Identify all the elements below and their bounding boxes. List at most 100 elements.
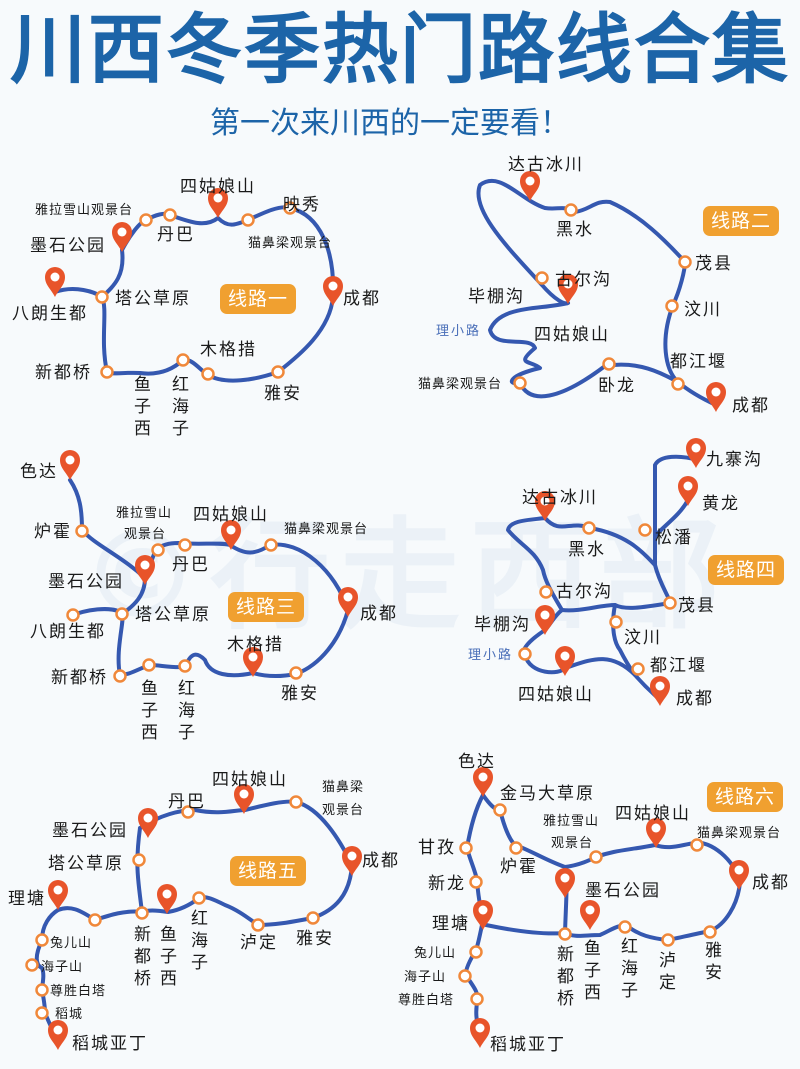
- stop-label: 色达: [458, 752, 496, 772]
- stop-label: 理塘: [432, 914, 470, 934]
- stop-label: 尊胜白塔: [50, 984, 107, 999]
- stop-label: 红海子: [191, 909, 210, 973]
- stop-label: 黑水: [568, 540, 606, 560]
- stop-label: 新都桥: [557, 945, 576, 1009]
- stop-label: 汶川: [624, 628, 662, 648]
- stop-label: 成都: [732, 396, 770, 416]
- stop-label: 毕棚沟: [474, 615, 531, 635]
- stop-label: 四姑娘山: [518, 685, 594, 705]
- stop-label: 古尔沟: [555, 270, 612, 290]
- stop-label: 木格措: [227, 635, 284, 655]
- stop-label: 四姑娘山: [193, 505, 269, 525]
- page-title: 川西冬季热门路线合集: [10, 5, 790, 94]
- stop-label: 海子山: [41, 960, 84, 975]
- stop-label: 红海子: [172, 375, 191, 439]
- stop-label: 鱼子西: [141, 679, 160, 743]
- stop-label: 塔公草原: [115, 289, 191, 309]
- stop-label: 丹巴: [172, 555, 210, 575]
- stop-label: 成都: [752, 873, 790, 893]
- stop-label: 成都: [676, 689, 714, 709]
- stop-label: 塔公草原: [135, 605, 211, 625]
- stop-label: 汶川: [684, 300, 722, 320]
- stop-label: 毕棚沟: [468, 287, 525, 307]
- stop-label: 观景台: [322, 803, 365, 818]
- stop-label: 猫鼻梁观景台: [697, 826, 782, 841]
- stop-label: 雅拉雪山观景台: [35, 203, 134, 218]
- stop-label: 雅安: [705, 941, 724, 983]
- stop-label: 达古冰川: [508, 155, 584, 175]
- stop-label: 兔儿山: [50, 936, 93, 951]
- stop-label: 雅安: [264, 384, 302, 404]
- stop-label: 鱼子西: [160, 925, 179, 989]
- stop-label: 墨石公园: [48, 572, 124, 592]
- stop-label: 都江堰: [650, 656, 707, 676]
- stop-label: 茂县: [695, 254, 733, 274]
- stop-label: 雅拉雪山: [543, 814, 600, 829]
- stop-label: 黑水: [556, 220, 594, 240]
- stop-label: 达古冰川: [522, 488, 598, 508]
- stop-label: 理小路: [468, 648, 514, 663]
- stop-label: 观景台: [124, 527, 167, 542]
- stop-label: 都江堰: [670, 352, 727, 372]
- stop-label: 猫鼻梁: [322, 780, 365, 795]
- stop-label: 古尔沟: [556, 582, 613, 602]
- stop-label: 雅安: [281, 684, 319, 704]
- stop-label: 尊胜白塔: [398, 993, 455, 1008]
- stop-label: 金马大草原: [500, 784, 595, 804]
- stop-label: 海子山: [404, 970, 447, 985]
- stop-label: 四姑娘山: [534, 325, 610, 345]
- stop-label: 雅安: [296, 929, 334, 949]
- stop-label: 红海子: [178, 679, 197, 743]
- stop-label: 雅拉雪山: [116, 506, 173, 521]
- stop-label: 茂县: [678, 596, 716, 616]
- stop-label: 观景台: [551, 836, 594, 851]
- stop-label: 色达: [20, 462, 58, 482]
- stop-label: 墨石公园: [30, 236, 106, 256]
- stop-label: 鱼子西: [134, 375, 153, 439]
- stop-label: 稻城亚丁: [72, 1034, 148, 1054]
- stop-label: 泸定: [659, 951, 678, 993]
- route-badge: 线路二: [703, 206, 780, 236]
- stop-label: 丹巴: [168, 792, 206, 812]
- stop-label: 四姑娘山: [180, 177, 256, 197]
- stop-label: 九寨沟: [706, 450, 763, 470]
- stop-label: 卧龙: [598, 376, 636, 396]
- stop-label: 炉霍: [34, 522, 72, 542]
- route-badge: 线路三: [228, 592, 305, 622]
- stop-label: 松潘: [655, 528, 693, 548]
- stop-label: 黄龙: [702, 494, 740, 514]
- stop-label: 新都桥: [51, 668, 108, 688]
- stop-label: 鱼子西: [584, 939, 603, 1003]
- route-badge: 线路六: [707, 782, 784, 812]
- stop-label: 稻城亚丁: [490, 1035, 566, 1055]
- stop-label: 成都: [343, 289, 381, 309]
- stop-label: 四姑娘山: [212, 770, 288, 790]
- stop-label: 新都桥: [35, 363, 92, 383]
- page-subtitle: 第一次来川西的一定要看！: [210, 106, 570, 141]
- stop-label: 成都: [360, 604, 398, 624]
- stop-label: 理塘: [8, 889, 46, 909]
- stop-label: 墨石公园: [52, 821, 128, 841]
- stop-label: 泸定: [240, 933, 278, 953]
- stop-label: 丹巴: [157, 225, 195, 245]
- stop-label: 理小路: [436, 324, 482, 339]
- stop-label: 甘孜: [418, 838, 456, 858]
- stop-label: 映秀: [283, 195, 321, 215]
- stop-label: 红海子: [621, 937, 640, 1001]
- stop-label: 稻城: [55, 1007, 84, 1022]
- stop-label: 新龙: [428, 874, 466, 894]
- route-badge: 线路一: [220, 284, 297, 314]
- stop-label: 猫鼻梁观景台: [284, 522, 369, 537]
- route-badge: 线路四: [708, 555, 785, 585]
- stop-label: 四姑娘山: [615, 804, 691, 824]
- stop-label: 炉霍: [500, 857, 538, 877]
- stop-label: 兔儿山: [414, 946, 457, 961]
- stop-label: 猫鼻梁观景台: [418, 377, 503, 392]
- stop-label: 八朗生都: [12, 304, 88, 324]
- stop-label: 塔公草原: [48, 854, 124, 874]
- stop-label: 猫鼻梁观景台: [248, 236, 333, 251]
- stop-label: 新都桥: [134, 925, 153, 989]
- stop-label: 墨石公园: [585, 881, 661, 901]
- route-badge: 线路五: [230, 856, 307, 886]
